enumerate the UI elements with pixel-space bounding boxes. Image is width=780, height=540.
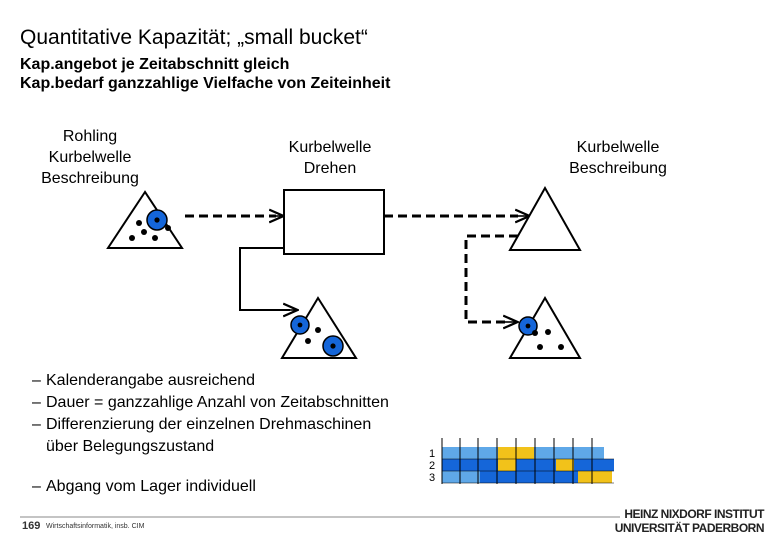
schedule-row3-bar-a: [442, 471, 480, 483]
subtitle-line-1: Kap.angebot je Zeitabschnitt gleich: [20, 56, 290, 73]
institute-logo-line2: UNIVERSITÄT PADERBORN: [614, 521, 765, 535]
bullet-text: Abgang vom Lager individuell: [46, 478, 256, 495]
label-rohling-line1: Rohling: [62, 128, 118, 145]
bullet-item: –Differenzierung der einzelnen Drehmasch…: [32, 414, 389, 436]
bullet-text: Dauer = ganzzahlige Anzahl von Zeitabsch…: [46, 394, 389, 411]
bullet-item: –Dauer = ganzzahlige Anzahl von Zeitabsc…: [32, 392, 389, 414]
schedule-row1-bar-c: [534, 447, 604, 459]
flow-line-to-stock-right: [464, 234, 518, 324]
bullet-dash: –: [32, 416, 41, 433]
bullet-item: –Kalenderangabe ausreichend: [32, 370, 389, 392]
label-kurbelwelle-right: Kurbelwelle Beschreibung: [548, 137, 688, 179]
label-drehen: Kurbelwelle Drehen: [260, 137, 400, 179]
subtitle-line-2: Kap.bedarf ganzzahlige Vielfache von Zei…: [20, 75, 391, 92]
label-drehen-line1: Kurbelwelle: [288, 139, 372, 156]
output-triangle-right: [508, 185, 582, 251]
bullet-continuation: über Belegungszustand: [46, 438, 215, 455]
label-drehen-line2: Drehen: [303, 160, 357, 177]
label-right-line2: Beschreibung: [569, 160, 667, 177]
bullet-dash: –: [32, 372, 41, 389]
label-rohling-line2: Kurbelwelle: [48, 149, 132, 166]
schedule-row2-bar-a: [442, 459, 498, 471]
bullet-item-last: –Abgang vom Lager individuell: [32, 478, 256, 496]
slide-title: Quantitative Kapazität; „small bucket“: [20, 26, 368, 49]
bullet-text: Differenzierung der einzelnen Drehmaschi…: [46, 416, 372, 433]
machine-schedule-grid: [441, 438, 614, 484]
inventory-triangle-left: [106, 190, 184, 249]
label-right-line1: Kurbelwelle: [576, 139, 660, 156]
inventory-triangle-right: [508, 296, 582, 359]
bullet-text: Kalenderangabe ausreichend: [46, 372, 256, 389]
schedule-row-label-1: 1: [428, 448, 436, 460]
schedule-row1-bar-a: [442, 447, 498, 459]
inventory-triangle-middle: [280, 296, 358, 359]
label-rohling: Rohling Kurbelwelle Beschreibung: [20, 126, 160, 189]
label-rohling-line3: Beschreibung: [41, 170, 139, 187]
schedule-row3-bar-c: [578, 471, 612, 483]
schedule-row2-bar-c: [516, 459, 556, 471]
schedule-row-label-2: 2: [428, 460, 436, 472]
machine-box-drehen: [283, 189, 385, 255]
schedule-row2-bar-e: [574, 459, 614, 471]
bullet-dash: –: [32, 478, 41, 495]
flow-line-drehen-to-stock: [239, 247, 290, 311]
page-number: 169: [22, 520, 41, 532]
schedule-row3-bar-b: [480, 471, 578, 483]
schedule-row-label-3: 3: [428, 472, 436, 484]
schedule-row2-bar-d: [556, 459, 574, 471]
bullet-list: –Kalenderangabe ausreichend –Dauer = gan…: [32, 370, 389, 458]
bullet-dash: –: [32, 394, 41, 411]
footer-text: Wirtschaftsinformatik, insb. CIM: [46, 523, 145, 530]
institute-logo-line1: HEINZ NIXDORF INSTITUT: [624, 507, 764, 521]
schedule-row2-bar-b: [498, 459, 516, 471]
